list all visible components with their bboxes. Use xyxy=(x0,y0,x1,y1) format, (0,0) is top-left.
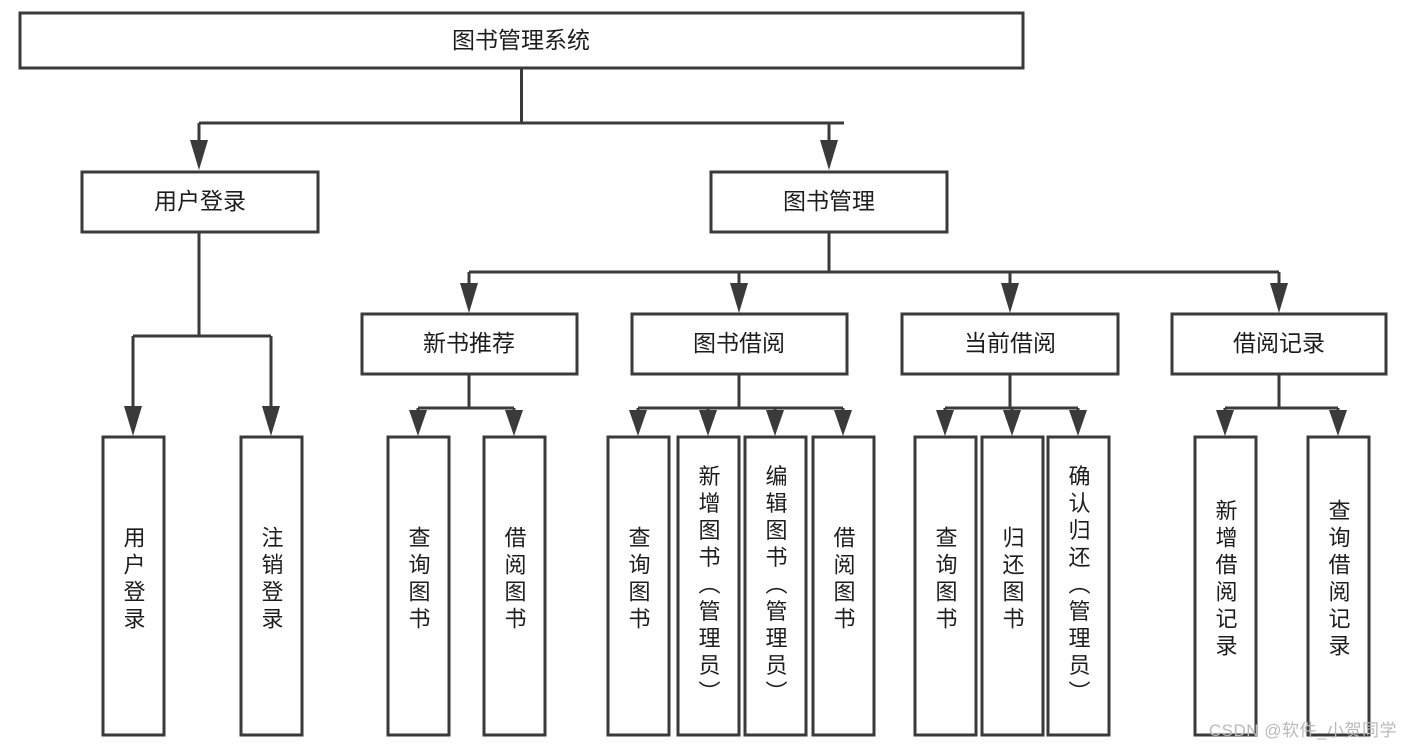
leaf-borrowrecord-add[interactable]: 新增借阅记录 xyxy=(1193,435,1258,737)
leaf-newbook-query-label: 查询图书 xyxy=(406,526,431,634)
arrow-userlogin-child2 xyxy=(262,406,280,436)
leaf-bookborrow-query[interactable]: 查询图书 xyxy=(606,435,671,737)
leaf-newbook-query-box[interactable] xyxy=(386,435,451,737)
leaf-currentborrow-confirm-box[interactable] xyxy=(1046,435,1111,737)
node-book-management[interactable]: 图书管理 xyxy=(709,170,949,234)
leaf-newbook-query[interactable]: 查询图书 xyxy=(386,435,451,737)
node-new-book-recommend-box[interactable] xyxy=(360,312,579,376)
arrow-currentborrow-c2 xyxy=(1003,410,1021,436)
node-root-system-label: 图书管理系统 xyxy=(452,27,590,53)
leaf-user-login-1[interactable]: 用户登录 xyxy=(101,435,166,737)
leaf-bookborrow-lend[interactable]: 借阅图书 xyxy=(811,435,876,737)
connector-group-currentborrow xyxy=(936,374,1087,436)
node-new-book-recommend[interactable]: 新书推荐 xyxy=(360,312,579,376)
node-user-login-label: 用户登录 xyxy=(154,188,246,214)
arrow-bookborrow-c1 xyxy=(629,410,647,436)
connector-group-root xyxy=(190,68,844,170)
leaf-borrowrecord-query-box[interactable] xyxy=(1306,435,1371,737)
node-book-borrow-label: 图书借阅 xyxy=(693,330,785,356)
leaf-user-logout-label: 注销登录 xyxy=(259,526,284,634)
node-book-management-label: 图书管理 xyxy=(783,188,875,214)
leaf-bookborrow-edit-label: 编辑图书（管理员） xyxy=(763,465,788,708)
leaf-borrowrecord-add-box[interactable] xyxy=(1193,435,1258,737)
leaf-currentborrow-return[interactable]: 归还图书 xyxy=(980,435,1045,737)
connector-group-bookborrow xyxy=(629,374,852,436)
node-book-borrow[interactable]: 图书借阅 xyxy=(630,312,849,376)
arrow-bookmgmt-c4 xyxy=(1270,283,1288,313)
leaf-bookborrow-lend-box[interactable] xyxy=(811,435,876,737)
node-root-system[interactable]: 图书管理系统 xyxy=(18,11,1025,70)
leaf-user-logout-box[interactable] xyxy=(239,435,304,737)
node-current-borrow-box[interactable] xyxy=(900,312,1120,376)
arrow-root-to-userlogin xyxy=(190,140,208,170)
arrow-bookborrow-c3 xyxy=(766,410,784,436)
leaf-bookborrow-edit[interactable]: 编辑图书（管理员） xyxy=(743,435,808,737)
leaf-user-logout[interactable]: 注销登录 xyxy=(239,435,304,737)
node-new-book-recommend-label: 新书推荐 xyxy=(423,330,515,356)
arrow-currentborrow-c3 xyxy=(1069,410,1087,436)
leaf-borrowrecord-add-label: 新增借阅记录 xyxy=(1213,499,1238,661)
leaf-currentborrow-return-box[interactable] xyxy=(980,435,1045,737)
node-root-system-box[interactable] xyxy=(18,11,1025,70)
arrow-userlogin-child1 xyxy=(124,406,142,436)
node-current-borrow-label: 当前借阅 xyxy=(964,330,1056,356)
arrow-bookborrow-c4 xyxy=(834,410,852,436)
leaf-borrowrecord-query-label: 查询借阅记录 xyxy=(1326,499,1351,661)
leaf-bookborrow-query-box[interactable] xyxy=(606,435,671,737)
arrow-newbook-c2 xyxy=(505,410,523,436)
leaf-newbook-borrow-box[interactable] xyxy=(482,435,547,737)
leaf-bookborrow-add-box[interactable] xyxy=(676,435,741,737)
connector-group-borrowrecord xyxy=(1216,374,1347,436)
arrow-bookmgmt-c2 xyxy=(730,283,748,313)
arrow-root-to-bookmgmt xyxy=(820,140,838,170)
node-book-management-box[interactable] xyxy=(709,170,949,234)
leaf-currentborrow-query[interactable]: 查询图书 xyxy=(913,435,978,737)
leaf-newbook-borrow[interactable]: 借阅图书 xyxy=(482,435,547,737)
node-book-borrow-box[interactable] xyxy=(630,312,849,376)
node-current-borrow[interactable]: 当前借阅 xyxy=(900,312,1120,376)
arrow-currentborrow-c1 xyxy=(936,410,954,436)
arrow-bookmgmt-c3 xyxy=(1001,283,1019,313)
leaf-bookborrow-query-label: 查询图书 xyxy=(626,526,651,634)
connector-group-userlogin xyxy=(124,232,280,436)
arrow-newbook-c1 xyxy=(409,410,427,436)
node-borrow-record[interactable]: 借阅记录 xyxy=(1170,312,1388,376)
node-user-login[interactable]: 用户登录 xyxy=(80,170,320,234)
node-user-login-box[interactable] xyxy=(80,170,320,234)
node-borrow-record-box[interactable] xyxy=(1170,312,1388,376)
leaf-bookborrow-add-label: 新增图书（管理员） xyxy=(696,465,721,708)
watermark-text: CSDN @软件_小贺同学 xyxy=(1208,721,1397,740)
arrow-bookborrow-c2 xyxy=(699,410,717,436)
arrow-borrowrecord-c2 xyxy=(1329,410,1347,436)
leaf-bookborrow-add[interactable]: 新增图书（管理员） xyxy=(676,435,741,737)
leaf-bookborrow-edit-box[interactable] xyxy=(743,435,808,737)
leaf-currentborrow-query-label: 查询图书 xyxy=(933,526,958,634)
leaf-currentborrow-query-box[interactable] xyxy=(913,435,978,737)
node-borrow-record-label: 借阅记录 xyxy=(1233,330,1325,356)
leaf-bookborrow-lend-label: 借阅图书 xyxy=(831,526,856,634)
leaf-currentborrow-confirm-label: 确认归还（管理员） xyxy=(1066,465,1091,708)
leaf-currentborrow-confirm[interactable]: 确认归还（管理员） xyxy=(1046,435,1111,737)
leaf-borrowrecord-query[interactable]: 查询借阅记录 xyxy=(1306,435,1371,737)
leaf-user-login-1-label: 用户登录 xyxy=(121,526,146,634)
arrow-borrowrecord-c1 xyxy=(1216,410,1234,436)
leaf-newbook-borrow-label: 借阅图书 xyxy=(502,526,527,634)
arrow-bookmgmt-c1 xyxy=(460,283,478,313)
leaf-user-login-1-box[interactable] xyxy=(101,435,166,737)
leaf-currentborrow-return-label: 归还图书 xyxy=(1000,526,1025,634)
connector-group-bookmgmt xyxy=(460,232,1288,313)
connector-group-newbook xyxy=(409,374,523,436)
